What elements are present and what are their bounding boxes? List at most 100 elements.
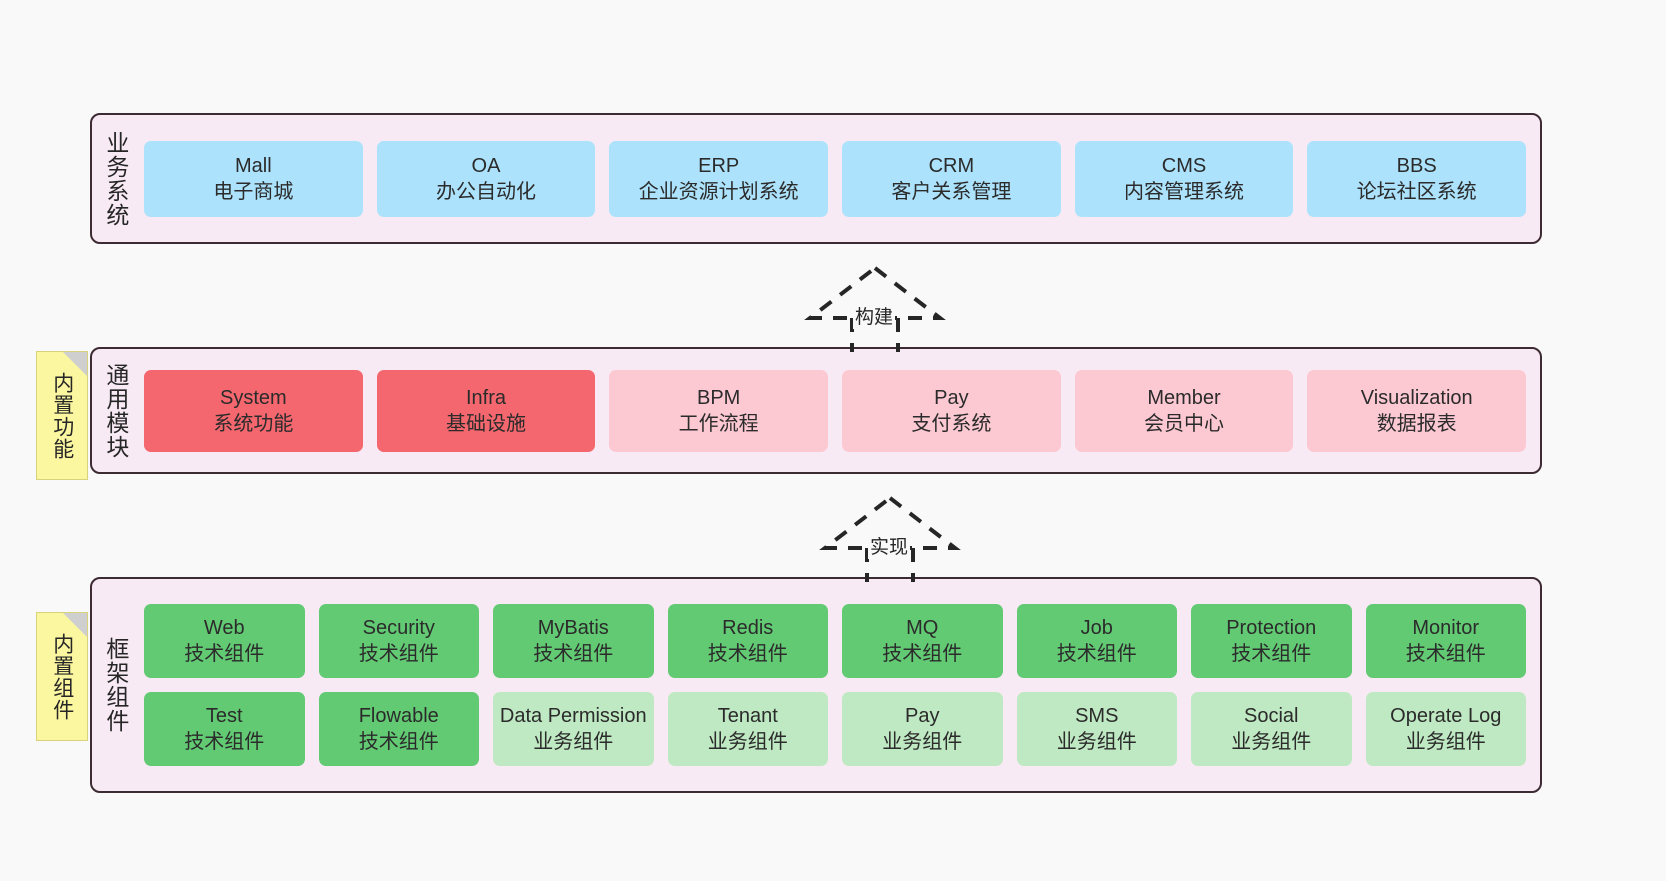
framework-components-rows: Web 技术组件 Security 技术组件 MyBatis 技术组件 Redi… [138, 579, 1540, 791]
card-subtitle: 论坛社区系统 [1356, 180, 1477, 203]
card-mall[interactable]: Mall 电子商城 [144, 140, 363, 217]
card-job[interactable]: Job 技术组件 [1016, 604, 1177, 678]
connector-build: 构建 [800, 262, 950, 352]
card-subtitle: 基础设施 [446, 412, 526, 435]
common-modules-card-row: System 系统功能 Infra 基础设施 BPM 工作流程 Pay 支付系统… [138, 349, 1540, 472]
card-monitor[interactable]: Monitor 技术组件 [1365, 604, 1526, 678]
card-operate-log[interactable]: Operate Log 业务组件 [1365, 692, 1526, 766]
card-subtitle: 支付系统 [911, 412, 992, 435]
card-subtitle: 数据报表 [1376, 412, 1457, 435]
card-title: Social [1244, 705, 1299, 727]
card-title: Pay [905, 705, 940, 727]
card-test[interactable]: Test 技术组件 [144, 692, 305, 766]
card-title: Redis [722, 617, 774, 639]
card-title: Security [362, 617, 435, 639]
card-redis[interactable]: Redis 技术组件 [667, 604, 828, 678]
card-subtitle: 技术组件 [707, 643, 788, 665]
card-security[interactable]: Security 技术组件 [318, 604, 479, 678]
card-title: Visualization [1360, 386, 1473, 409]
card-social[interactable]: Social 业务组件 [1191, 692, 1352, 766]
card-system[interactable]: System 系统功能 [144, 369, 363, 452]
card-subtitle: 技术组件 [358, 731, 439, 753]
card-title: Job [1080, 617, 1113, 639]
card-title: Pay [934, 386, 969, 409]
card-visualization[interactable]: Visualization 数据报表 [1307, 369, 1527, 452]
card-title: Monitor [1412, 617, 1480, 639]
card-protection[interactable]: Protection 技术组件 [1191, 604, 1352, 678]
card-mybatis[interactable]: MyBatis 技术组件 [493, 604, 654, 678]
card-sms[interactable]: SMS 业务组件 [1016, 692, 1177, 766]
card-subtitle: 客户关系管理 [891, 180, 1012, 203]
framework-row-business: Test 技术组件 Flowable 技术组件 Data Permission … [144, 692, 1526, 766]
card-subtitle: 电子商城 [213, 180, 294, 203]
card-title: OA [471, 154, 501, 177]
realize-arrow-icon [819, 495, 961, 582]
card-subtitle: 会员中心 [1144, 412, 1225, 435]
card-subtitle: 业务组件 [1405, 731, 1486, 753]
card-cms[interactable]: CMS 内容管理系统 [1074, 140, 1294, 217]
card-title: Flowable [358, 705, 439, 727]
card-erp[interactable]: ERP 企业资源计划系统 [609, 140, 829, 217]
layer-title-business-systems: 业务系统 [102, 130, 129, 227]
card-subtitle: 系统功能 [213, 412, 294, 435]
card-infra[interactable]: Infra 基础设施 [376, 369, 596, 452]
card-subtitle: 技术组件 [184, 643, 265, 665]
card-member[interactable]: Member 会员中心 [1074, 369, 1294, 452]
note-label: 内置组件 [50, 632, 74, 721]
card-subtitle: 内容管理系统 [1124, 180, 1245, 203]
card-subtitle: 技术组件 [533, 643, 614, 665]
note-builtin-features: 内置功能 [36, 351, 88, 480]
card-subtitle: 工作流程 [678, 412, 759, 435]
card-title: BBS [1396, 154, 1437, 177]
layer-framework-components: 框架组件 Web 技术组件 Security 技术组件 MyBatis 技术组件… [90, 577, 1542, 793]
card-bbs[interactable]: BBS 论坛社区系统 [1307, 140, 1527, 217]
card-title: SMS [1075, 705, 1119, 727]
card-title: Infra [465, 386, 507, 409]
note-fold-corner [63, 613, 87, 637]
card-subtitle: 业务组件 [1056, 731, 1137, 753]
framework-row-tech: Web 技术组件 Security 技术组件 MyBatis 技术组件 Redi… [144, 604, 1526, 678]
card-title: ERP [698, 154, 740, 177]
card-flowable[interactable]: Flowable 技术组件 [318, 692, 479, 766]
card-tenant[interactable]: Tenant 业务组件 [667, 692, 828, 766]
card-title: Test [205, 705, 243, 727]
connector-build-label: 构建 [853, 302, 896, 329]
card-subtitle: 业务组件 [707, 731, 788, 753]
card-pay-module[interactable]: Pay 支付系统 [842, 369, 1061, 452]
card-title: Protection [1226, 617, 1317, 639]
card-subtitle: 技术组件 [1056, 643, 1137, 665]
card-title: Tenant [717, 705, 778, 727]
card-title: Web [203, 617, 245, 639]
card-subtitle: 技术组件 [358, 643, 439, 665]
layer-business-systems: 业务系统 Mall 电子商城 OA 办公自动化 ERP 企业资源计划系统 CRM… [90, 113, 1542, 244]
card-title: MQ [906, 617, 939, 639]
card-title: CRM [928, 154, 975, 177]
note-label: 内置功能 [50, 371, 74, 460]
layer-title-common-modules: 通用模块 [102, 362, 129, 459]
connector-realize-label: 实现 [868, 532, 911, 559]
card-crm[interactable]: CRM 客户关系管理 [842, 140, 1061, 217]
note-fold-corner [63, 352, 87, 376]
card-oa[interactable]: OA 办公自动化 [376, 140, 596, 217]
card-subtitle: 业务组件 [882, 731, 963, 753]
card-subtitle: 业务组件 [1231, 731, 1312, 753]
card-mq[interactable]: MQ 技术组件 [842, 604, 1003, 678]
card-title: BPM [697, 386, 741, 409]
card-subtitle: 业务组件 [533, 731, 614, 753]
card-subtitle: 办公自动化 [436, 180, 536, 203]
build-arrow-icon [804, 265, 946, 352]
card-subtitle: 技术组件 [1405, 643, 1486, 665]
layer-common-modules: 通用模块 System 系统功能 Infra 基础设施 BPM 工作流程 Pay… [90, 347, 1542, 474]
card-title: CMS [1161, 154, 1207, 177]
card-pay-component[interactable]: Pay 业务组件 [842, 692, 1003, 766]
card-data-permission[interactable]: Data Permission 业务组件 [493, 692, 654, 766]
card-title: System [219, 386, 287, 409]
connector-realize: 实现 [815, 492, 965, 582]
card-bpm[interactable]: BPM 工作流程 [609, 369, 829, 452]
business-systems-card-row: Mall 电子商城 OA 办公自动化 ERP 企业资源计划系统 CRM 客户关系… [138, 115, 1540, 242]
card-web[interactable]: Web 技术组件 [144, 604, 305, 678]
card-title: Mall [235, 154, 272, 177]
card-subtitle: 企业资源计划系统 [638, 180, 799, 203]
card-title: Data Permission [499, 705, 647, 727]
card-subtitle: 技术组件 [1231, 643, 1312, 665]
